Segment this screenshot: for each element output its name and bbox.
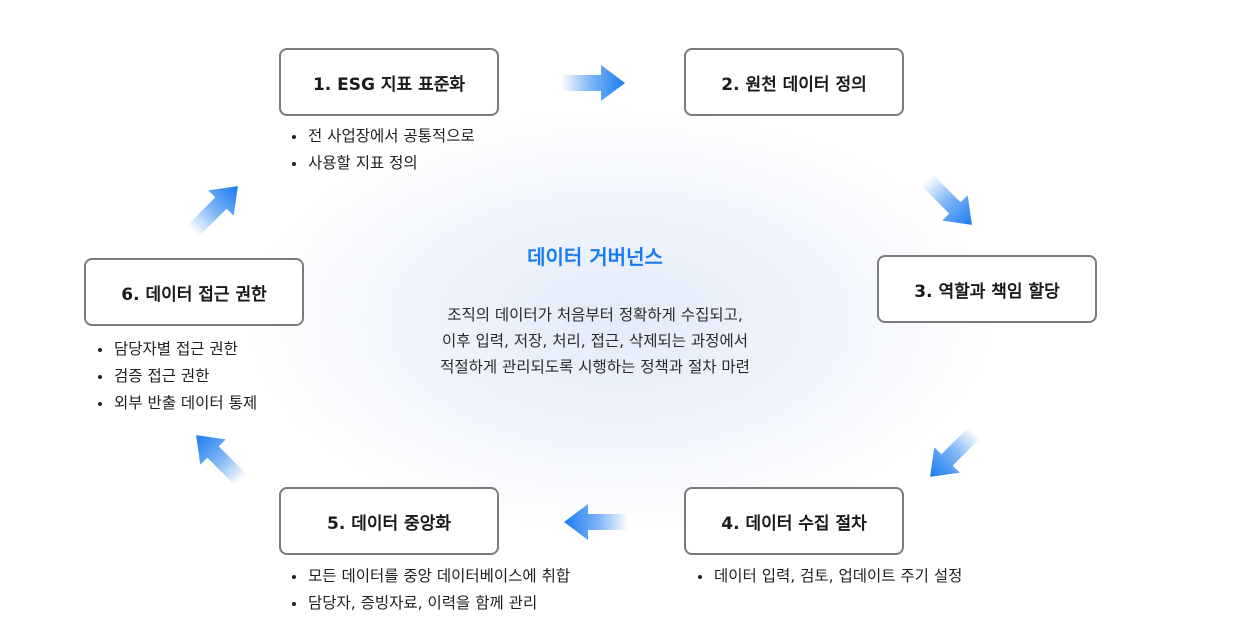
step-1-bullets: 전 사업장에서 공통적으로 사용할 지표 정의	[286, 123, 475, 177]
step-5-box: 5. 데이터 중앙화	[279, 487, 499, 555]
step-5-bullets: 모든 데이터를 중앙 데이터베이스에 취합 담당자, 증빙자료, 이력을 함께 …	[286, 563, 570, 617]
bullet-item: 담당자, 증빙자료, 이력을 함께 관리	[286, 590, 570, 617]
step-4-bullets: 데이터 입력, 검토, 업데이트 주기 설정	[692, 563, 962, 590]
step-1-label: 1. ESG 지표 표준화	[312, 74, 466, 95]
center-description-line: 적절하게 관리되도록 시행하는 정책과 절차 마련	[440, 358, 750, 376]
step-6-box: 6. 데이터 접근 권한	[84, 258, 304, 326]
step-4-box: 4. 데이터 수집 절차	[684, 487, 904, 555]
arrow-up-left-icon	[181, 420, 256, 495]
arrow-right-icon	[561, 63, 627, 103]
step-6-label: 6. 데이터 접근 권한	[121, 284, 267, 305]
center-description: 조직의 데이터가 처음부터 정확하게 수집되고, 이후 입력, 저장, 처리, …	[380, 302, 810, 380]
step-2-label: 2. 원천 데이터 정의	[721, 74, 867, 95]
center-description-line: 이후 입력, 저장, 처리, 접근, 삭제되는 과정에서	[442, 332, 748, 350]
bullet-item: 담당자별 접근 권한	[92, 336, 257, 363]
bullet-item: 사용할 지표 정의	[286, 150, 475, 177]
step-3-box: 3. 역할과 책임 할당	[877, 255, 1097, 323]
step-4-label: 4. 데이터 수집 절차	[721, 513, 867, 534]
bullet-item: 모든 데이터를 중앙 데이터베이스에 취합	[286, 563, 570, 590]
arrow-down-right-icon	[913, 166, 988, 241]
bullet-item: 데이터 입력, 검토, 업데이트 주기 설정	[692, 563, 962, 590]
bullet-item: 검증 접근 권한	[92, 363, 257, 390]
center-title: 데이터 거버넌스	[527, 245, 663, 269]
step-5-label: 5. 데이터 중앙화	[327, 513, 451, 534]
arrow-down-left-icon	[915, 418, 990, 493]
step-2-box: 2. 원천 데이터 정의	[684, 48, 904, 116]
step-1-box: 1. ESG 지표 표준화	[279, 48, 499, 116]
bullet-item: 전 사업장에서 공통적으로	[286, 123, 475, 150]
step-3-label: 3. 역할과 책임 할당	[914, 281, 1060, 302]
arrow-up-right-icon	[179, 171, 254, 246]
center-description-line: 조직의 데이터가 처음부터 정확하게 수집되고,	[447, 306, 743, 324]
bullet-item: 외부 반출 데이터 통제	[92, 390, 257, 417]
arrow-left-icon	[562, 502, 628, 542]
background-glow	[250, 110, 990, 530]
step-6-bullets: 담당자별 접근 권한 검증 접근 권한 외부 반출 데이터 통제	[92, 336, 257, 417]
